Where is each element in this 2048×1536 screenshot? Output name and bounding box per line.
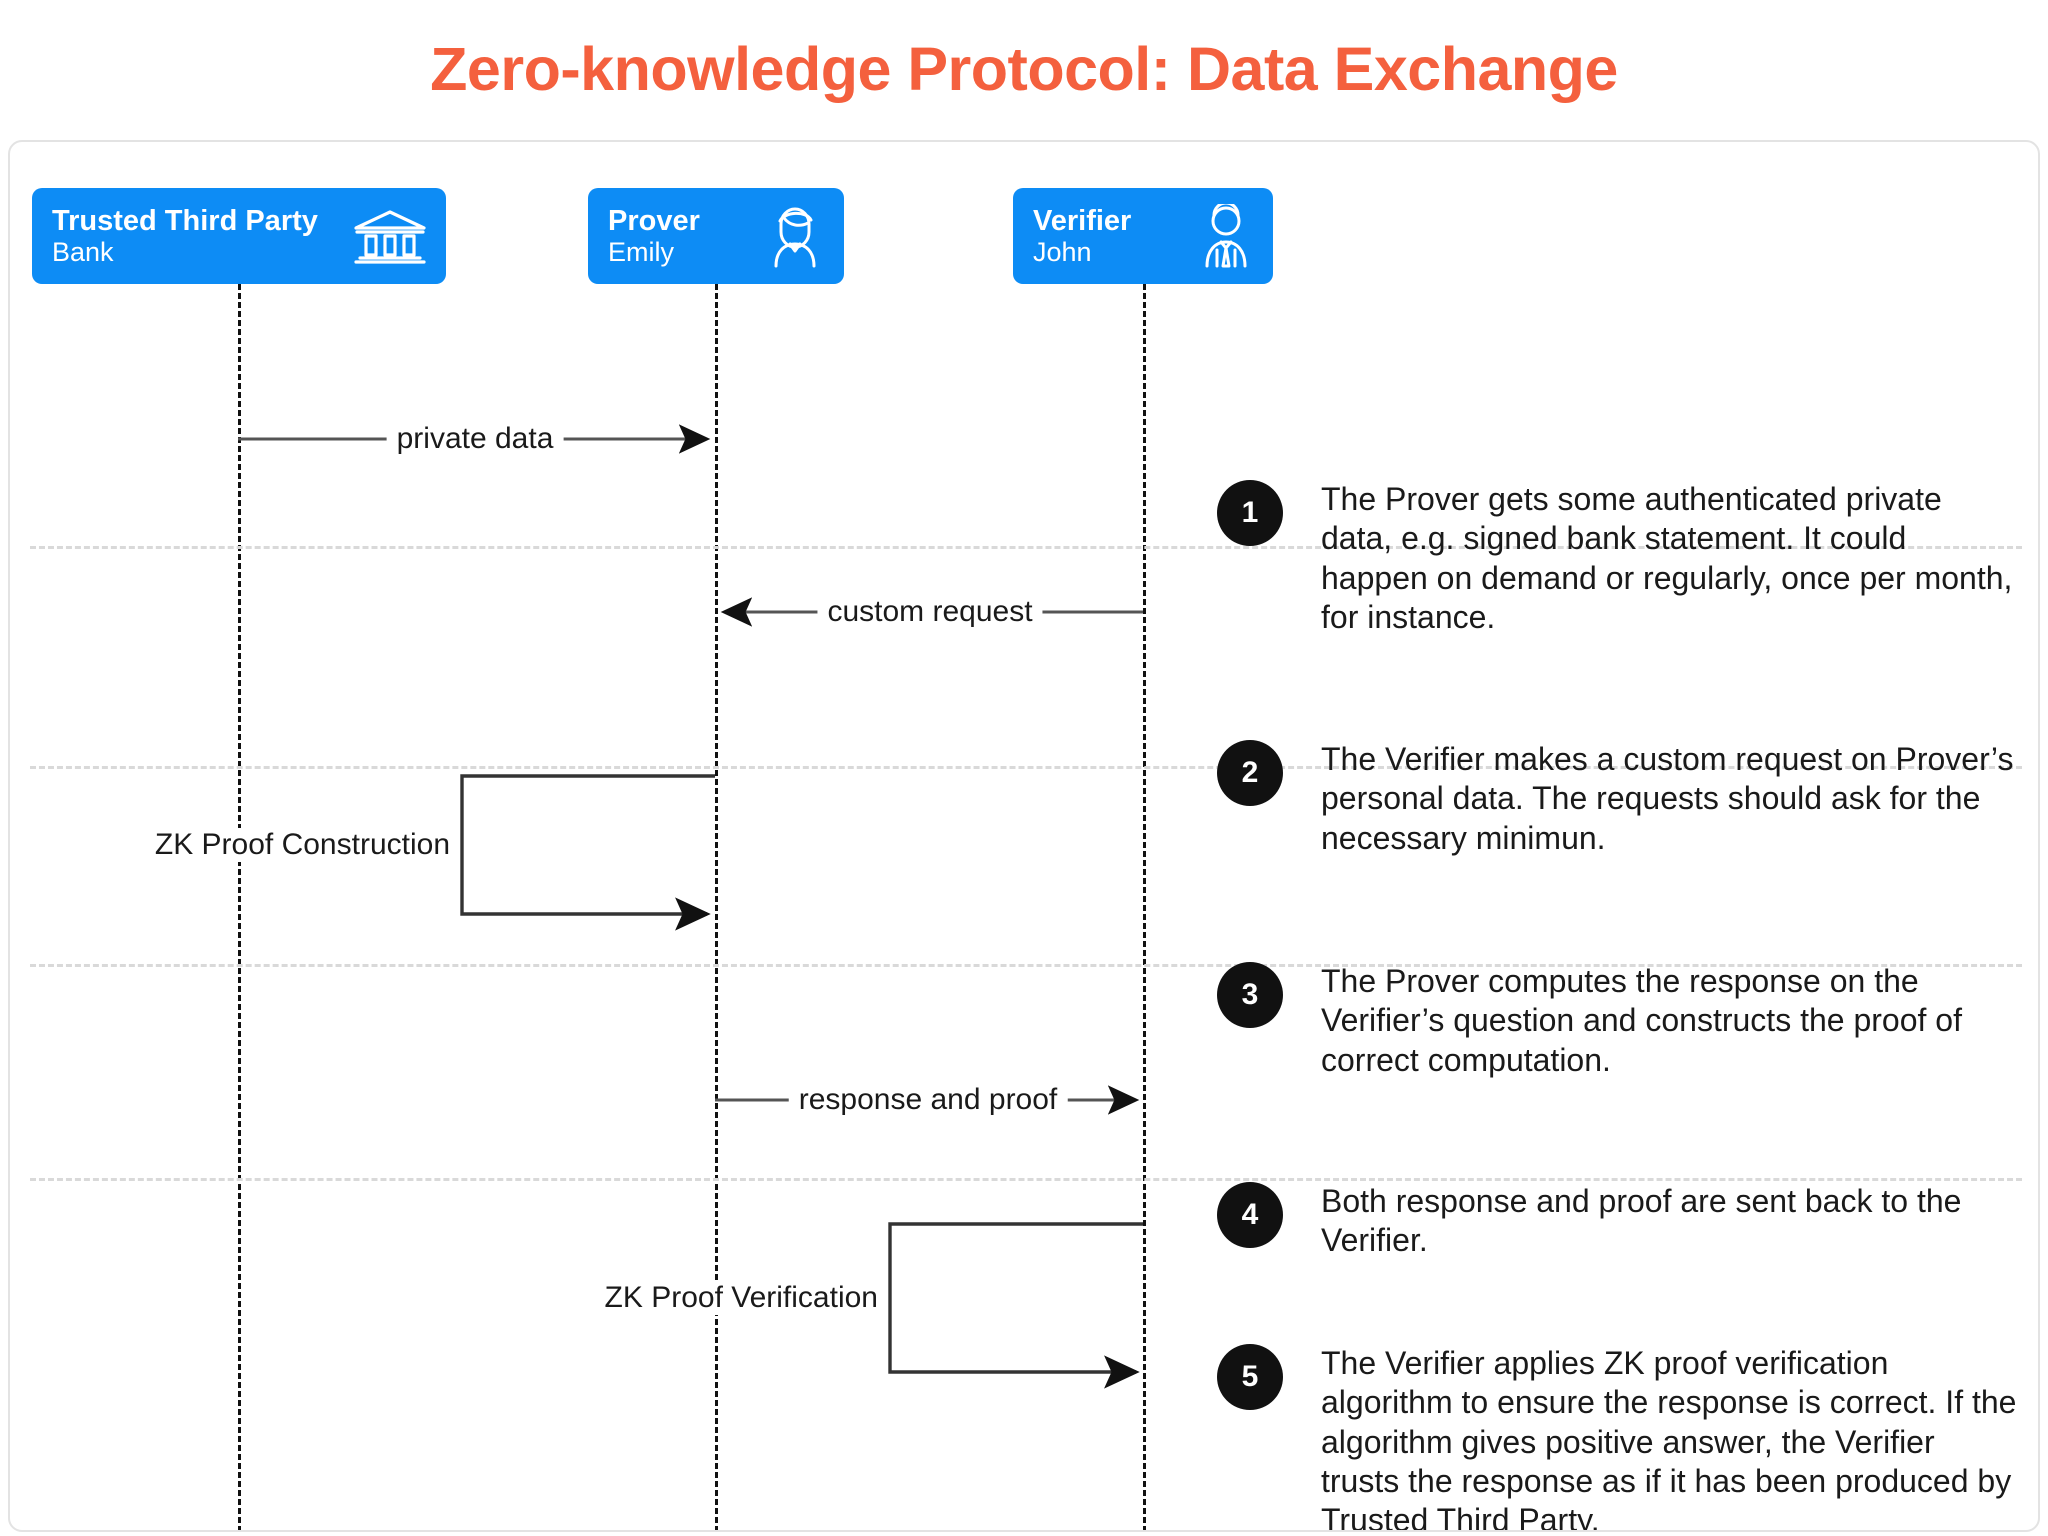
step-text: The Verifier applies ZK proof verificati… [1321,1345,2017,1532]
step-note: 4 Both response and proof are sent back … [1217,1182,2021,1261]
step-badge: 2 [1217,740,1283,806]
participant-name-label: Emily [608,237,674,268]
sequence-diagram-card: Trusted Third Party Bank Prover Emily [8,140,2040,1532]
step-badge: 1 [1217,480,1283,546]
lifeline-prover [715,284,718,1530]
participant-name-label: Bank [52,237,114,268]
participant-name-label: John [1033,237,1092,268]
row-separator [30,964,2022,967]
step-note: 1 The Prover gets some authenticated pri… [1217,480,2021,637]
participant-prover[interactable]: Prover Emily [588,188,844,284]
step-note: 2 The Verifier makes a custom request on… [1217,740,2021,858]
message-label-zk-proof-verification: ZK Proof Verification [596,1281,886,1315]
lifeline-verifier [1143,284,1146,1530]
step-badge: 5 [1217,1344,1283,1410]
participant-trusted-third-party[interactable]: Trusted Third Party Bank [32,188,446,284]
row-separator [30,1178,2022,1181]
self-loop-zk-proof-construction [460,774,715,931]
lifeline-trusted-third-party [238,284,241,1530]
step-text: The Prover gets some authenticated priva… [1321,481,2013,636]
step-text: The Prover computes the response on the … [1321,963,1962,1078]
row-separator [30,766,2022,769]
self-loop-zk-proof-verification [888,1222,1143,1389]
step-note: 3 The Prover computes the response on th… [1217,962,2021,1080]
bank-icon [352,206,428,266]
step-badge: 3 [1217,962,1283,1028]
message-label-private-data: private data [386,422,564,456]
message-label-custom-request: custom request [817,595,1043,629]
participant-role-label: Prover [608,204,700,237]
participant-verifier[interactable]: Verifier John [1013,188,1273,284]
step-text: The Verifier makes a custom request on P… [1321,741,2014,856]
participant-role-label: Trusted Third Party [52,204,318,237]
participant-role-label: Verifier [1033,204,1132,237]
step-badge: 4 [1217,1182,1283,1248]
message-label-response-and-proof: response and proof [788,1083,1068,1117]
step-note: 5 The Verifier applies ZK proof verifica… [1217,1344,2021,1532]
female-avatar-icon [764,204,826,268]
male-avatar-icon [1197,204,1255,268]
step-text: Both response and proof are sent back to… [1321,1183,1962,1259]
row-separator [30,546,2022,549]
message-label-zk-proof-construction: ZK Proof Construction [146,828,458,862]
page-title: Zero-knowledge Protocol: Data Exchange [430,35,1618,103]
